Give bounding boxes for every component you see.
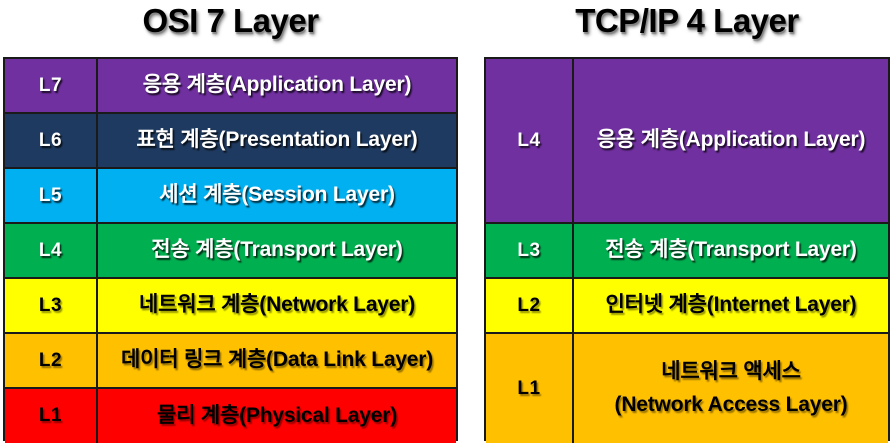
- osi-row-l7[interactable]: L7 응용 계층(Application Layer): [5, 59, 456, 114]
- osi-layer-id-l6: L6: [5, 114, 98, 167]
- tcpip-layer-id-l3: L3: [486, 224, 574, 277]
- tcpip-layer-id-l4: L4: [486, 59, 574, 222]
- tcpip-layer-name-l1-line1: 네트워크 액세스: [661, 359, 801, 383]
- tcpip-row-l1[interactable]: L1 네트워크 액세스 (Network Access Layer): [486, 334, 888, 443]
- osi-layer-name-l4: 전송 계층(Transport Layer): [151, 238, 403, 262]
- tcpip-row-l4[interactable]: L4 응용 계층(Application Layer): [486, 59, 888, 224]
- tcpip-layer-name-l1: 네트워크 액세스 (Network Access Layer): [574, 334, 888, 443]
- osi-layer-id-l1: L1: [5, 389, 98, 443]
- osi-row-l5[interactable]: L5 세션 계층(Session Layer): [5, 169, 456, 224]
- tcpip-layer-id-l2: L2: [486, 279, 574, 332]
- osi-row-l6[interactable]: L6 표현 계층(Presentation Layer): [5, 114, 456, 169]
- osi-layer-id-l2: L2: [5, 334, 98, 387]
- osi-layer-name-l5: 세션 계층(Session Layer): [159, 183, 395, 207]
- osi-layer-name-l6: 표현 계층(Presentation Layer): [136, 128, 418, 152]
- osi-title: OSI 7 Layer: [142, 2, 319, 39]
- osi-row-l4[interactable]: L4 전송 계층(Transport Layer): [5, 224, 456, 279]
- tcpip-layer-id-l1: L1: [486, 334, 574, 443]
- tcpip-row-l2[interactable]: L2 인터넷 계층(Internet Layer): [486, 279, 888, 334]
- tcpip-layer-name-l4: 응용 계층(Application Layer): [596, 128, 866, 152]
- tcpip-layer-name-l3: 전송 계층(Transport Layer): [605, 238, 857, 262]
- osi-layer-name-l2: 데이터 링크 계층(Data Link Layer): [120, 348, 434, 372]
- tcpip-layer-name-l1-line2: (Network Access Layer): [614, 392, 848, 416]
- tcpip-layer-stack: L4 응용 계층(Application Layer) L3 전송 계층(Tra…: [484, 57, 890, 443]
- osi-layer-id-l7: L7: [5, 59, 98, 112]
- osi-row-l2[interactable]: L2 데이터 링크 계층(Data Link Layer): [5, 334, 456, 389]
- osi-layer-id-l5: L5: [5, 169, 98, 222]
- osi-layer-stack: L7 응용 계층(Application Layer) L6 표현 계층(Pre…: [3, 57, 458, 443]
- osi-layer-id-l3: L3: [5, 279, 98, 332]
- osi-layer-name-l3: 네트워크 계층(Network Layer): [138, 293, 416, 317]
- osi-layer-name-l1: 물리 계층(Physical Layer): [157, 403, 397, 427]
- osi-row-l1[interactable]: L1 물리 계층(Physical Layer): [5, 389, 456, 443]
- osi-row-l3[interactable]: L3 네트워크 계층(Network Layer): [5, 279, 456, 334]
- tcpip-title: TCP/IP 4 Layer: [575, 2, 799, 39]
- tcpip-layer-name-l2: 인터넷 계층(Internet Layer): [605, 293, 857, 317]
- osi-layer-id-l4: L4: [5, 224, 98, 277]
- osi-layer-name-l7: 응용 계층(Application Layer): [142, 73, 412, 97]
- tcpip-row-l3[interactable]: L3 전송 계층(Transport Layer): [486, 224, 888, 279]
